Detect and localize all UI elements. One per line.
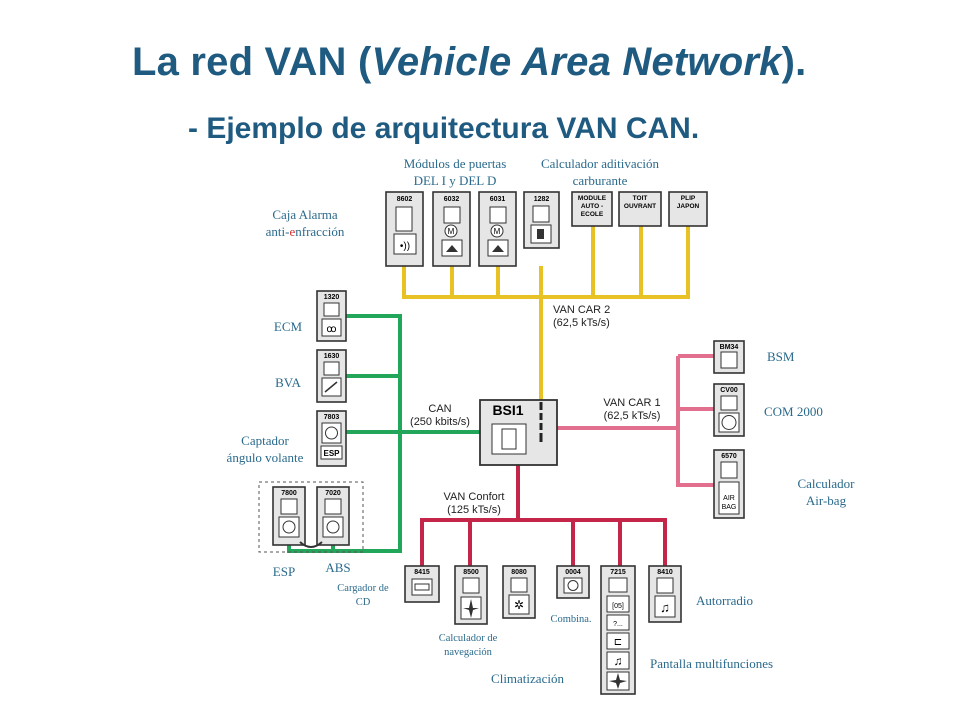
label-abs: ABS (325, 560, 351, 575)
can-rate: (250 kbits/s) (410, 416, 470, 428)
label-autorradio: Autorradio (696, 593, 754, 608)
svg-text:6032: 6032 (444, 196, 460, 203)
svg-text:AUTO -: AUTO - (581, 203, 603, 210)
svg-text:1320: 1320 (324, 294, 340, 301)
svg-text:JAPON: JAPON (677, 203, 700, 210)
svg-text:7800: 7800 (281, 490, 297, 497)
svg-text:PLIP: PLIP (681, 195, 696, 202)
module-0004-combina: 0004 (556, 565, 590, 599)
van-car1-bus (557, 354, 714, 487)
van-confort-label: VAN Confort (444, 491, 505, 503)
van-car2-rate: (62,5 kTs/s) (553, 317, 610, 329)
module-8602: 8602 •)) (385, 191, 424, 267)
van-car2-label: VAN CAR 2 (553, 304, 610, 316)
svg-text:7020: 7020 (325, 490, 341, 497)
svg-text:6031: 6031 (490, 196, 506, 203)
module-1320-ecm: 1320 ꝏ (316, 290, 347, 342)
svg-text:1630: 1630 (324, 353, 340, 360)
svg-text:[05]: [05] (612, 603, 624, 610)
module-8415-cd: 8415 (404, 565, 440, 603)
van-confort-rate: (125 kTs/s) (447, 504, 501, 516)
can-label: CAN (428, 403, 451, 415)
label-calculador-aditivacion: Calculador aditivación carburante (540, 156, 660, 188)
svg-text:•)): •)) (400, 241, 410, 252)
van-car1-rate: (62,5 kTs/s) (604, 410, 661, 422)
svg-text:7215: 7215 (610, 569, 626, 576)
module-8500-nav: 8500 (454, 565, 488, 625)
page-subtitle: - Ejemplo de arquitectura VAN CAN. (188, 112, 700, 145)
svg-text:6570: 6570 (721, 453, 737, 460)
svg-text:M: M (448, 227, 455, 236)
label-captador: Captador ángulo volante (226, 433, 304, 465)
svg-text:MODULE: MODULE (578, 195, 607, 202)
svg-text:AIR: AIR (723, 495, 735, 502)
svg-text:8080: 8080 (511, 569, 527, 576)
label-climatizacion: Climatización (491, 671, 564, 686)
esp-abs-group (258, 481, 364, 553)
module-toit-ouvrant: TOIT OUVRANT (618, 191, 662, 227)
label-cargador-cd: Cargador de CD (337, 583, 389, 608)
module-bm34-bsm: BM34 (713, 340, 745, 374)
svg-text:M: M (494, 227, 501, 236)
svg-text:ECOLE: ECOLE (581, 211, 604, 218)
module-6570-airbag: 6570 AIR BAG (713, 449, 745, 519)
module-7803-angulo: 7803 ESP (316, 410, 347, 467)
module-6032: 6032 M (432, 191, 471, 267)
svg-text:8410: 8410 (657, 569, 673, 576)
label-modulos-puertas: Módulos de puertas DEL I y DEL D (403, 156, 507, 188)
svg-text:BM34: BM34 (720, 344, 739, 351)
esp-abs-link (299, 541, 323, 548)
label-bsm: BSM (767, 349, 795, 364)
module-auto-ecole: MODULE AUTO - ECOLE (571, 191, 613, 227)
svg-text:?...: ?... (613, 621, 623, 628)
svg-text:8602: 8602 (397, 196, 413, 203)
module-6031: 6031 M (478, 191, 517, 267)
svg-text:8415: 8415 (414, 569, 430, 576)
van-confort-bus (420, 465, 667, 566)
module-1630-bva: 1630 (316, 349, 347, 403)
module-7215-pantalla: 7215 [05] ?... ⊏ ♫ (600, 565, 636, 695)
title-text: La red VAN ( (132, 40, 372, 84)
svg-text:♫: ♫ (614, 654, 623, 668)
title-end: ). (781, 40, 807, 84)
van-car2-bus (402, 226, 690, 400)
svg-text:0004: 0004 (565, 569, 581, 576)
label-pantalla: Pantalla multifunciones (650, 656, 774, 671)
module-7800-esp: 7800 (272, 486, 306, 546)
module-8410-autorradio: 8410 ♫ (648, 565, 682, 623)
module-1282: 1282 (523, 191, 560, 249)
label-com2000: COM 2000 (764, 404, 823, 419)
label-airbag: Calculador Air-bag (797, 476, 855, 508)
svg-text:♫: ♫ (660, 600, 670, 615)
svg-text:1282: 1282 (534, 196, 550, 203)
module-plip-japon: PLIP JAPON (668, 191, 708, 227)
bsi-unit: BSI1 (479, 399, 558, 466)
can-bus (287, 314, 480, 553)
page-title: La red VAN (Vehicle Area Network). (132, 40, 806, 85)
svg-text:ꝏ: ꝏ (326, 324, 336, 335)
svg-text:BSI1: BSI1 (492, 402, 523, 418)
van-car1-label: VAN CAR 1 (603, 397, 660, 409)
label-caja-alarma: Caja Alarma anti-enfracción (265, 207, 345, 239)
title-italic: Vehicle Area Network (371, 40, 782, 84)
label-combina: Combina. (550, 614, 592, 625)
label-bva: BVA (275, 375, 301, 390)
svg-text:8500: 8500 (463, 569, 479, 576)
module-8080-clima: 8080 ✲ (502, 565, 536, 619)
label-ecm: ECM (273, 319, 303, 334)
module-cv00-com2000: CV00 (713, 383, 745, 437)
svg-text:⊏: ⊏ (614, 637, 622, 648)
label-navegacion: Calculador de navegación (438, 633, 498, 658)
svg-text:BAG: BAG (722, 504, 737, 511)
label-esp: ESP (272, 564, 296, 579)
svg-text:ESP: ESP (323, 449, 340, 458)
svg-text:✲: ✲ (514, 598, 524, 612)
svg-text:CV00: CV00 (720, 387, 738, 394)
svg-text:OUVRANT: OUVRANT (624, 203, 656, 210)
svg-text:TOIT: TOIT (633, 195, 648, 202)
module-7020-abs: 7020 (316, 486, 350, 546)
svg-text:7803: 7803 (324, 414, 340, 421)
